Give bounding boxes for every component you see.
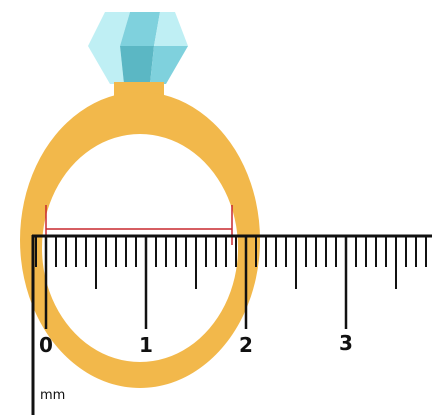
diamond-facet xyxy=(88,46,124,84)
diamond-icon xyxy=(88,12,188,84)
ruler-label-2: 2 xyxy=(239,333,253,357)
ruler-label-3: 3 xyxy=(339,331,353,355)
inner-diameter-measure xyxy=(46,205,232,323)
ruler-label-0: 0 xyxy=(39,333,53,357)
diamond-facet xyxy=(120,46,154,84)
ruler-unit-label: mm xyxy=(40,388,65,403)
diamond-facet xyxy=(150,46,188,84)
ruler-label-1: 1 xyxy=(139,333,153,357)
diamond-facet xyxy=(154,12,188,46)
